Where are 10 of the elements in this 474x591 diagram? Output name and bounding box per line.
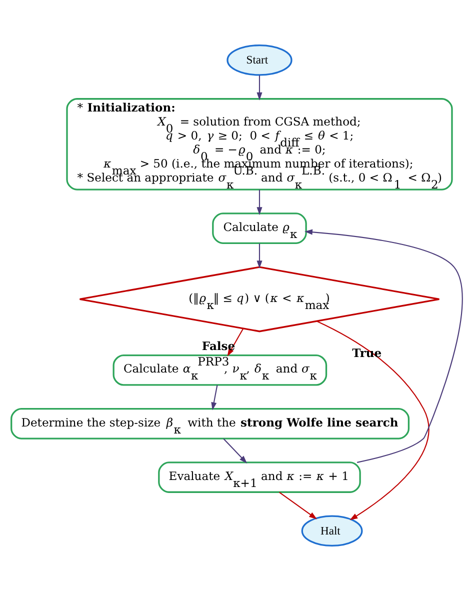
arrow xyxy=(223,438,248,464)
arrow xyxy=(256,243,262,269)
arrow xyxy=(316,320,430,520)
node-ellipse: Start xyxy=(226,44,292,76)
arrow xyxy=(256,190,262,216)
arrow xyxy=(304,229,463,463)
arrow xyxy=(211,385,218,410)
arrow xyxy=(279,492,317,520)
node-ellipse: Halt xyxy=(301,515,363,547)
arrow xyxy=(256,75,262,100)
